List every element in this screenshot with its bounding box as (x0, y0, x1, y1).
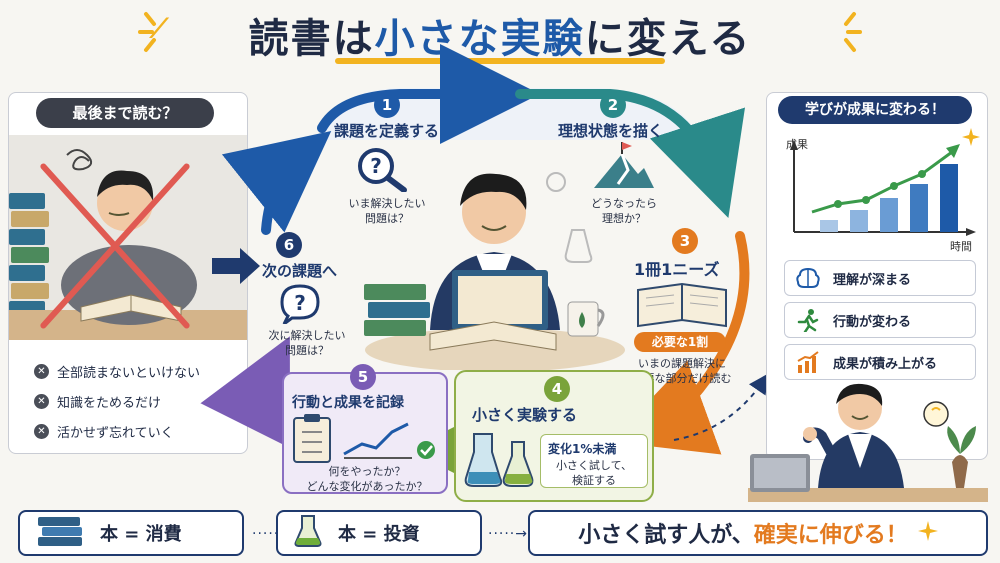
slogan-part2: 確実に伸びる！ (753, 523, 908, 548)
book-stack-icon (36, 515, 84, 551)
benefit-item: 行動が変わる (784, 302, 976, 338)
negative-item-label: 活かせず忘れていく (57, 426, 174, 441)
bottom-box-invest: 本 = 投資 (276, 510, 482, 556)
negative-item-label: 全部読まないといけない (57, 366, 201, 381)
step-3-badge: 3 (672, 228, 698, 254)
step-6-badge: 6 (276, 232, 302, 258)
negative-item: ✕ 知識をためるだけ (34, 392, 161, 411)
x-circle-icon: ✕ (34, 394, 49, 409)
step-2-desc: どうなったら 理想か？ (574, 196, 674, 226)
slogan-part1: 小さく試す人が、 (578, 523, 754, 548)
step-2-title: 理想状態を描く (558, 122, 664, 140)
step-6-desc-line: 次に解決したい (268, 329, 346, 342)
title-part1: 読書は (248, 16, 375, 62)
step-4-desc: 小さく試して、 検証する (540, 458, 648, 488)
negative-item: ✕ 全部読まないといけない (34, 362, 200, 381)
benefit-label: 理解が深まる (833, 272, 912, 288)
step-4-title: 小さく実験する (472, 406, 578, 424)
flask-icon (464, 428, 536, 492)
step-6-title: 次の課題へ (262, 262, 338, 280)
benefit-item: 理解が深まる (784, 260, 976, 296)
left-heading: 最後まで読む？ (36, 98, 214, 128)
flask-small-icon (294, 514, 322, 552)
step-3-pill: 必要な1割 (634, 332, 726, 352)
bottom-box2-label: 本 = 投資 (338, 524, 420, 545)
laptop-person-illustration (748, 378, 988, 506)
clipboard-chart-icon (292, 414, 442, 468)
benefit-item: 成果が積み上がる (784, 344, 976, 380)
question-magnifier-icon: ? (356, 146, 412, 196)
step-4-desc-line: 検証する (572, 474, 616, 487)
bottom-slogan-box: 小さく試す人が、確実に伸びる！ (528, 510, 988, 556)
title-part3: に変える (584, 16, 752, 62)
step-3-desc-line: いまの課題解決に (638, 357, 726, 370)
step-2-badge: 2 (600, 92, 626, 118)
dotted-arrow-icon: ·····→ (488, 526, 528, 542)
step-4-badge: 4 (544, 376, 570, 402)
chart-xlabel: 時間 (950, 240, 972, 253)
step-4-subcard (540, 434, 648, 488)
step-5-desc-line: 何をやったか？ (328, 465, 406, 478)
sparkle-left-icon (138, 10, 178, 61)
step-5-title: 行動と成果を記録 (292, 395, 404, 411)
svg-text:?: ? (294, 291, 306, 315)
brain-icon (795, 265, 821, 291)
question-bubble-icon: ? (280, 284, 320, 328)
sparkle-icon (962, 128, 980, 150)
x-circle-icon: ✕ (34, 424, 49, 439)
negative-item-label: 知識をためるだけ (57, 396, 162, 411)
step-3-title: 1冊1ニーズ (634, 260, 720, 279)
step-4-subtitle: 変化1%未満 (548, 442, 617, 456)
right-heading: 学びが成果に変わる！ (778, 96, 972, 124)
svg-text:?: ? (370, 154, 382, 178)
mountain-flag-icon (592, 140, 656, 194)
step-1-desc-line: いま解決したい (348, 197, 426, 210)
x-circle-icon: ✕ (34, 364, 49, 379)
bottom-box1-label: 本 = 消費 (100, 524, 182, 545)
step-1-desc: いま解決したい 問題は？ (332, 196, 442, 226)
negative-item: ✕ 活かせず忘れていく (34, 422, 174, 441)
sparkle-right-icon (822, 10, 862, 58)
step-4-desc-line: 小さく試して、 (555, 459, 633, 472)
growth-chart-icon (795, 349, 821, 375)
chart-ylabel: 成果 (786, 138, 808, 151)
step-1-badge: 1 (374, 92, 400, 118)
step-1-title: 課題を定義する (334, 122, 440, 140)
step-1-desc-line: 問題は？ (365, 212, 409, 225)
growth-chart (776, 134, 976, 256)
step-3-desc-line: 必要な部分だけ読む (632, 372, 732, 385)
center-reader-illustration (360, 150, 630, 372)
open-book-icon (636, 282, 728, 334)
step-2-desc-line: 理想か？ (602, 212, 646, 225)
step-2-desc-line: どうなったら (591, 197, 657, 210)
step-5-desc-line: どんな変化があったか？ (306, 480, 428, 493)
running-person-icon (795, 307, 821, 333)
sparkle-icon (917, 521, 938, 545)
benefit-label: 成果が積み上がる (833, 356, 938, 372)
arrow-right-icon (212, 248, 262, 288)
step-5-desc: 何をやったか？ どんな変化があったか？ (284, 464, 450, 494)
step-6-desc-line: 問題は？ (285, 344, 329, 357)
bottom-box-consume: 本 = 消費 (18, 510, 244, 556)
step-3-desc: いまの課題解決に 必要な部分だけ読む (618, 356, 746, 386)
benefit-label: 行動が変わる (833, 314, 912, 330)
step-5-badge: 5 (350, 364, 376, 390)
step-6-desc: 次に解決したい 問題は？ (252, 328, 362, 358)
